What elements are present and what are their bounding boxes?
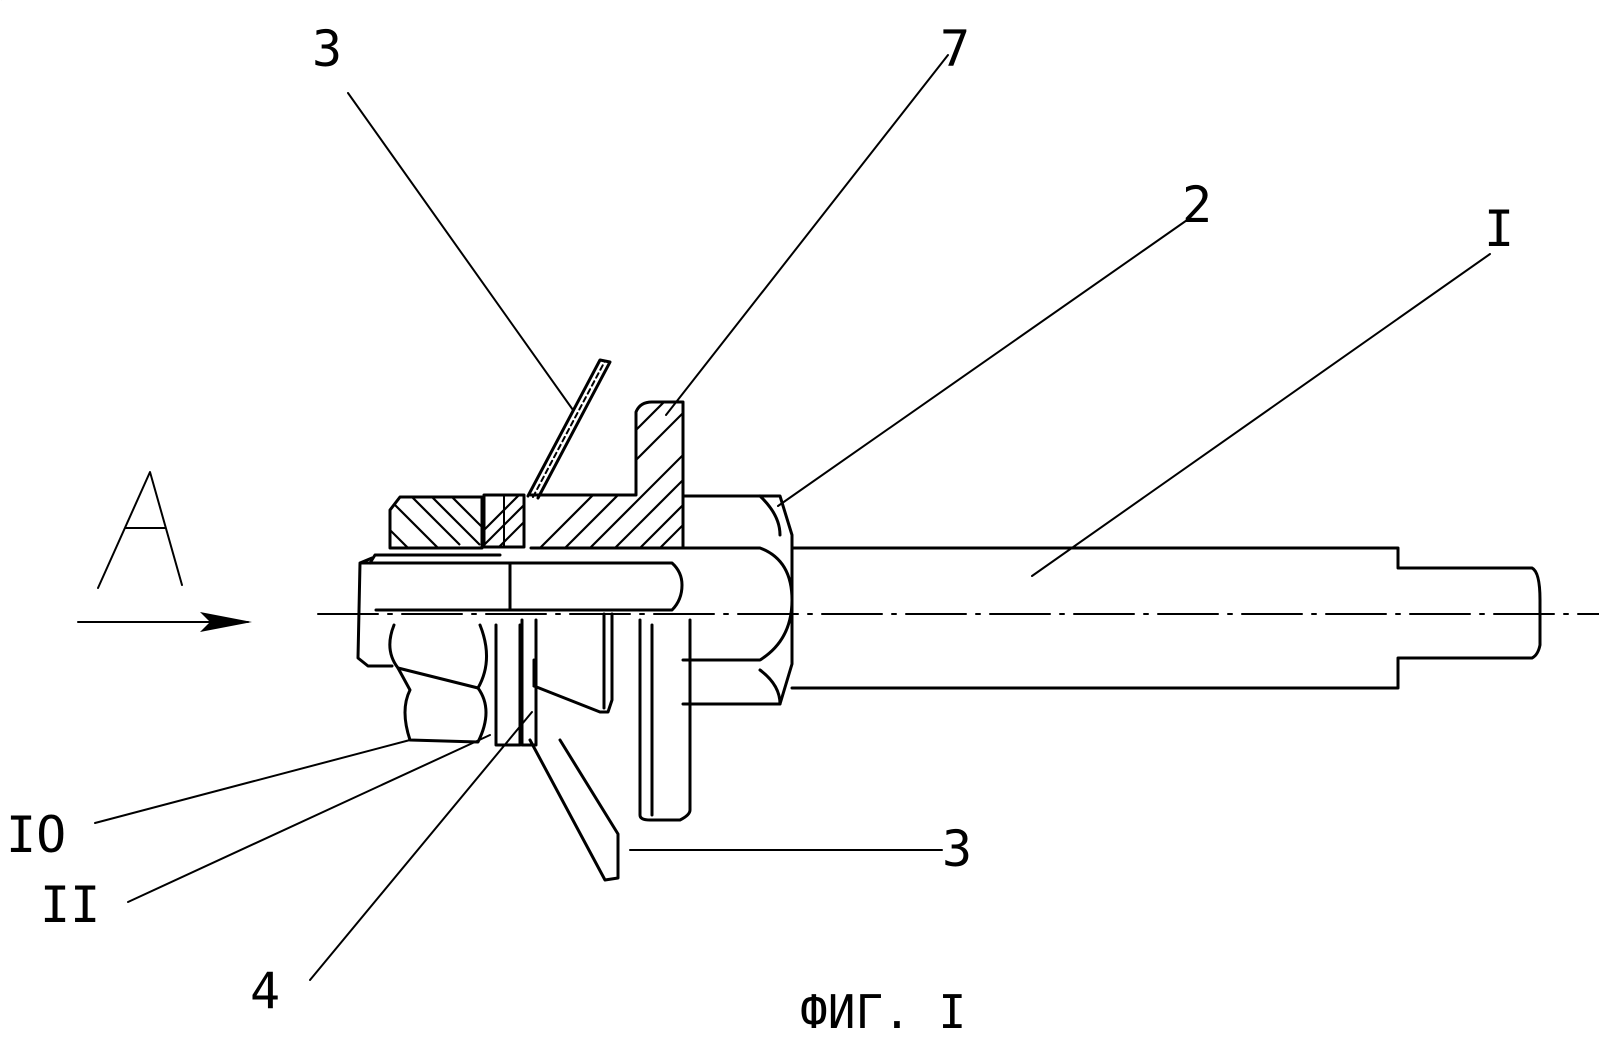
- view-arrow-a: [78, 472, 252, 632]
- label-10: IO: [6, 806, 66, 864]
- label-1: I: [1484, 200, 1514, 258]
- label-4: 4: [250, 962, 280, 1020]
- flange-section-hatching: [540, 394, 700, 548]
- bolt-shank: [510, 563, 682, 610]
- flange-lower: [640, 620, 690, 820]
- view-label-a: A: [1, 0, 2, 2]
- label-11: II: [40, 876, 100, 934]
- flange-section-outline: [531, 402, 683, 548]
- shaft-1: [792, 548, 1540, 688]
- washer-11-lower: [496, 625, 520, 745]
- figure-caption: ФИГ. I: [800, 985, 966, 1039]
- label-2: 2: [1182, 176, 1212, 234]
- leader-lines: [95, 55, 1490, 980]
- label-3-top: 3: [312, 20, 342, 78]
- sleeve-lower: [534, 614, 612, 712]
- spring-plate-3-lower: [530, 740, 618, 880]
- label-7: 7: [940, 20, 970, 78]
- nut-lower: [390, 625, 487, 742]
- hex-head-2: [683, 496, 792, 704]
- label-3-bottom: 3: [942, 820, 972, 878]
